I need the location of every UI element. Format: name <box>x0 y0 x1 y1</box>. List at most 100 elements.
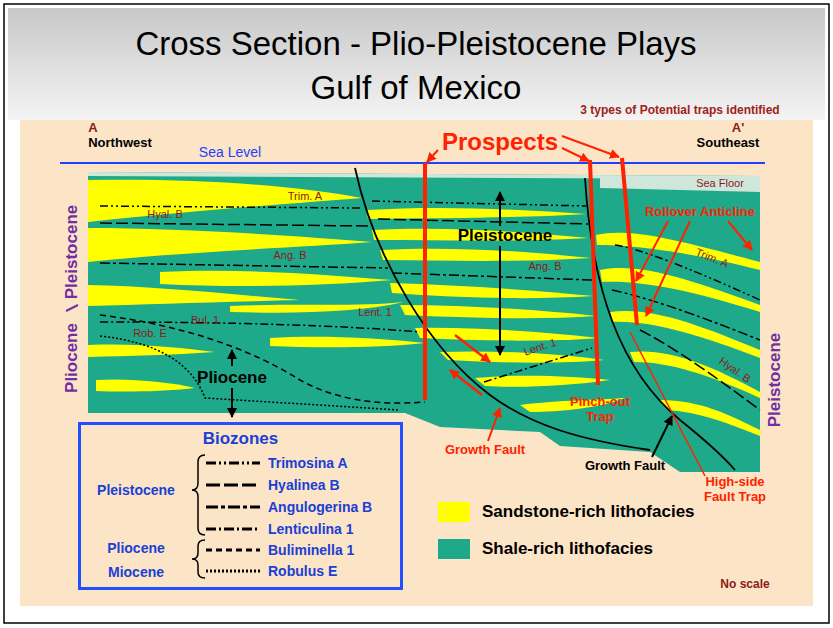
epoch-separator <box>66 305 78 311</box>
title-bar <box>8 8 825 120</box>
legend-text: Hyalinea B <box>268 477 340 493</box>
epoch-side-label: Pleistocene <box>62 205 82 300</box>
legend-swatch <box>438 539 470 559</box>
sand-lens <box>610 311 760 358</box>
biozone-marker-label: Lent. 1 <box>522 336 558 358</box>
biozone-lines <box>100 201 760 410</box>
sand-lens <box>415 328 600 341</box>
section-end-label: A <box>88 121 97 136</box>
trap-label: High-side Fault Trap <box>696 475 774 505</box>
epoch-label: Pliocene <box>197 368 267 388</box>
legend-text: Trimosina A <box>268 455 348 471</box>
sea-level-line <box>60 162 765 164</box>
legend-line <box>206 570 260 573</box>
biozone-line <box>615 245 760 300</box>
leader-arrow <box>646 221 690 316</box>
legend-braces <box>192 455 205 578</box>
legend-text: Lenticulina 1 <box>268 521 354 537</box>
legend-text: Angulogerina B <box>268 499 372 515</box>
sand-lens <box>366 208 587 219</box>
epoch-side-label: Pleistocene <box>765 333 785 428</box>
biozone-marker-label: Ang. B <box>273 249 306 262</box>
direction-label: Northwest <box>88 136 152 151</box>
epoch-side-label: Pliocene <box>62 323 82 393</box>
brace <box>192 455 205 535</box>
legend-entry: Buliminella 1 <box>206 542 354 558</box>
leader-arrow <box>562 148 589 161</box>
legend-swatch <box>438 502 470 522</box>
outer-frame <box>4 4 829 623</box>
biozone-marker-label: Trim. A <box>694 246 731 271</box>
direction-label: Southeast <box>697 136 760 151</box>
title: Cross Section - Plio-Pleistocene Plays G… <box>116 22 716 110</box>
prospect-well <box>590 160 598 385</box>
section-ground <box>20 120 813 606</box>
legend-entry: Robulus E <box>206 563 337 579</box>
sea-floor-label: Sea Floor <box>696 177 744 190</box>
legend-entry: Lenticulina 1 <box>206 521 354 537</box>
box-heading: Biozones <box>87 429 394 449</box>
leader-line <box>630 332 705 476</box>
leader-arrow <box>652 416 672 457</box>
legend-entry: Angulogerina B <box>206 499 372 515</box>
prospects-label: Prospects <box>442 128 558 156</box>
trap-label: Rollover Anticline <box>645 205 755 220</box>
section-end-label: A' <box>732 121 744 136</box>
scale-note: No scale <box>720 578 769 592</box>
legend-line-sample <box>206 480 262 490</box>
legend-entry: Trimosina A <box>206 455 348 471</box>
sand-lens <box>88 345 215 357</box>
leader-arrow <box>488 408 500 441</box>
leader-arrow <box>562 136 619 157</box>
sand-lens <box>390 283 594 298</box>
prospect-well <box>622 158 637 325</box>
biozone-line <box>372 201 586 206</box>
sand-lens <box>88 285 300 306</box>
sand-lens <box>400 305 597 318</box>
biozone-marker-label: Trim. A <box>288 190 322 203</box>
red-leader-arrows <box>427 136 752 476</box>
biozone-marker-label: Hyal. B <box>147 208 182 221</box>
sand-lens <box>96 379 195 391</box>
leader-arrow <box>427 150 438 162</box>
biozone-line <box>378 219 588 224</box>
sand-lens <box>88 228 372 262</box>
prospect-wells <box>425 158 637 400</box>
sea-level-label: Sea Level <box>199 144 261 160</box>
leader-arrow <box>636 221 668 281</box>
legend-text: Shale-rich lithofacies <box>482 539 653 559</box>
subtitle-note: 3 types of Potential traps identified <box>580 104 779 118</box>
biozone-line <box>392 273 592 280</box>
biozone-marker-label: Ang. B <box>528 260 561 273</box>
fault-slip-arrow <box>450 370 482 395</box>
legend-line-sample <box>206 502 262 512</box>
legend-group-label: Pleistocene <box>97 482 175 498</box>
legend-text: Sandstone-rich lithofacies <box>482 502 695 522</box>
legend-line <box>206 506 260 509</box>
legend-group-label: Miocene <box>108 564 164 580</box>
epoch-label: Pleistocene <box>458 226 553 246</box>
legend-line-sample <box>206 458 262 468</box>
biozone-marker-label: Lent. 1 <box>358 306 392 319</box>
biozone-line <box>100 206 360 208</box>
leader-arrow <box>728 221 752 250</box>
biozone-line <box>100 223 368 226</box>
sand-lens <box>160 271 392 286</box>
fault-label: Growth Fault <box>585 459 665 474</box>
growth-fault <box>355 168 650 450</box>
biozone-marker-label: Rob. E <box>133 327 167 340</box>
sand-lens <box>475 376 610 387</box>
biozone-marker-label: Bul. 1 <box>191 314 219 327</box>
brace <box>192 540 205 578</box>
legend-line-sample <box>206 524 262 534</box>
legend-entry: Shale-rich lithofacies <box>438 539 653 559</box>
sand-lens <box>440 351 604 362</box>
sand-lens <box>270 337 425 347</box>
legend-entry: Hyalinea B <box>206 477 340 493</box>
interval-arrow <box>231 388 233 417</box>
fault-slip-arrow <box>455 335 490 362</box>
biozone-marker-label: Hyal. B <box>717 355 753 386</box>
legend-line-sample <box>206 545 262 555</box>
growth-fault <box>585 178 735 470</box>
